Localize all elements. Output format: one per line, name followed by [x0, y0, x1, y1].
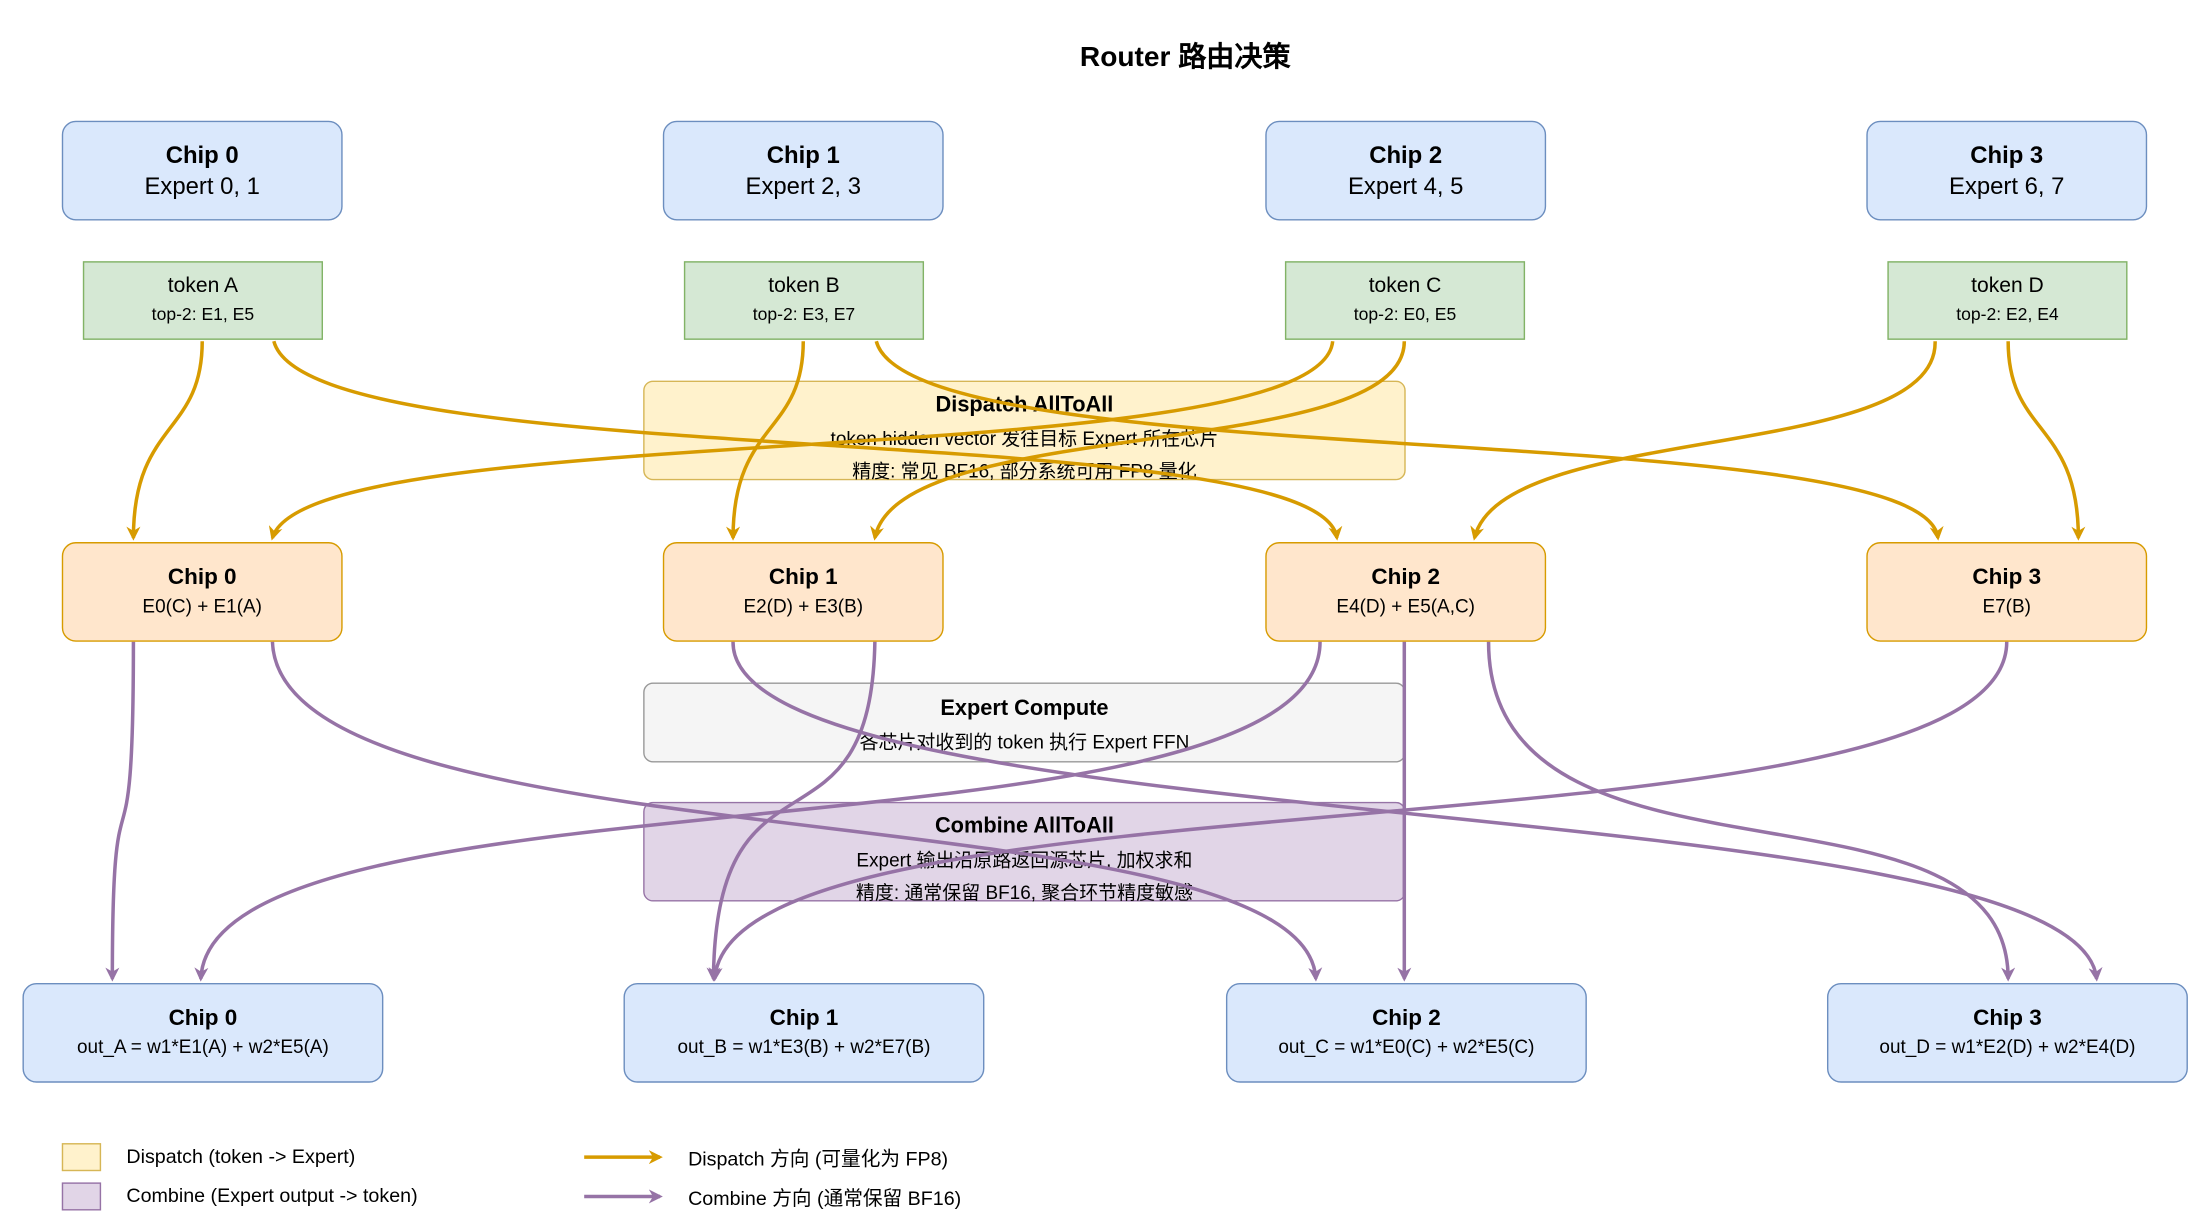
- top-chip-1: Chip 1 Expert 2, 3: [662, 120, 944, 221]
- expert-chip-0: Chip 0 E0(C) + E1(A): [61, 542, 343, 642]
- output-chip-2-name: Chip 2: [1372, 1006, 1441, 1031]
- top-chip-3: Chip 3 Expert 6, 7: [1866, 120, 2148, 221]
- combine-arrow-chip3-e7-to-b: [708, 641, 2009, 982]
- expert-chip-2: Chip 2 E4(D) + E5(A,C): [1265, 542, 1547, 642]
- expert-chip-3-compute: E7(B): [1982, 595, 2031, 617]
- token-c: token C top-2: E0, E5: [1284, 261, 1526, 340]
- output-chip-1-formula: out_B = w1*E3(B) + w2*E7(B): [677, 1036, 931, 1058]
- expert-chip-0-compute: E0(C) + E1(A): [142, 595, 263, 617]
- expert-chip-0-name: Chip 0: [167, 566, 237, 590]
- output-chip-1: Chip 1 out_B = w1*E3(B) + w2*E7(B): [623, 983, 985, 1083]
- token-d: token D top-2: E2, E4: [1887, 261, 2128, 340]
- top-chip-2: Chip 2 Expert 4, 5: [1265, 120, 1547, 221]
- dispatch-arrow-d-to-chip1: [1470, 341, 1937, 541]
- output-chip-2: Chip 2 out_C = w1*E0(C) + w2*E5(C): [1225, 983, 1587, 1083]
- combine-stage-line2: 精度: 通常保留 BF16, 聚合环节精度敏感: [855, 881, 1193, 903]
- top-chip-2-experts: Expert 4, 5: [1347, 172, 1464, 199]
- top-chip-2-name: Chip 2: [1369, 142, 1443, 169]
- output-chip-0: Chip 0 out_A = w1*E1(A) + w2*E5(A): [22, 983, 384, 1083]
- combine-arrow-chip0-e0-to-c: [270, 641, 1323, 982]
- token-d-route: top-2: E2, E4: [1956, 304, 2059, 325]
- expert-chip-3-name: Chip 3: [1972, 566, 2042, 590]
- legend-dispatch-swatch: [61, 1143, 102, 1172]
- dispatch-arrow-b-to-chip3: [874, 340, 1944, 541]
- diagram-title: Router 路由决策: [1079, 42, 1291, 74]
- combine-arrow-chip2-e5-to-a: [194, 641, 1322, 982]
- top-chip-0-experts: Expert 0, 1: [144, 172, 260, 199]
- dispatch-arrow-d-to-chip2: [2006, 341, 2086, 541]
- top-chip-3-name: Chip 3: [1970, 142, 2044, 169]
- top-chip-1-name: Chip 1: [766, 142, 840, 169]
- dispatch-arrow-a-to-chip0: [126, 341, 204, 541]
- expert-chip-2-name: Chip 2: [1371, 566, 1441, 590]
- top-chip-0: Chip 0 Expert 0, 1: [61, 120, 343, 221]
- expert-chip-1-name: Chip 1: [768, 566, 838, 590]
- legend-dispatch-arrow-label: Dispatch 方向 (可量化为 FP8): [688, 1147, 949, 1170]
- expert-chip-3: Chip 3 E7(B): [1866, 542, 2148, 642]
- dispatch-arrow-c-to-chip0: [268, 341, 1335, 541]
- output-chip-2-formula: out_C = w1*E0(C) + w2*E5(C): [1278, 1036, 1535, 1058]
- compute-stage-line1: 各芯片对收到的 token 执行 Expert FFN: [859, 731, 1190, 753]
- token-c-route: top-2: E0, E5: [1353, 304, 1457, 325]
- top-chip-3-experts: Expert 6, 7: [1949, 172, 2065, 199]
- legend-combine-box-label: Combine (Expert output -> token): [126, 1183, 418, 1207]
- output-chip-3: Chip 3 out_D = w1*E2(D) + w2*E4(D): [1826, 983, 2188, 1083]
- token-b-route: top-2: E3, E7: [752, 304, 856, 325]
- legend-combine-arrow-label: Combine 方向 (通常保留 BF16): [688, 1186, 962, 1210]
- combine-arrow-chip0-e1-to-a: [105, 641, 136, 982]
- legend-combine-swatch: [61, 1182, 102, 1211]
- combine-arrow-chip1-e2-to-d: [731, 641, 2103, 982]
- token-c-name: token C: [1368, 274, 1442, 299]
- combine-arrow-chip2-e4-to-d: [1486, 641, 2016, 982]
- top-chip-1-experts: Expert 2, 3: [745, 172, 861, 199]
- token-a: token A top-2: E1, E5: [82, 261, 323, 340]
- expert-chip-1: Chip 1 E2(D) + E3(B): [662, 542, 944, 642]
- expert-chip-1-compute: E2(D) + E3(B): [743, 595, 864, 617]
- output-chip-0-formula: out_A = w1*E1(A) + w2*E5(A): [76, 1036, 329, 1058]
- combine-arrow-chip1-e3-to-b: [706, 641, 877, 982]
- output-chip-3-formula: out_D = w1*E2(D) + w2*E4(D): [1879, 1036, 2136, 1058]
- token-b: token B top-2: E3, E7: [683, 261, 925, 340]
- output-chip-0-name: Chip 0: [168, 1006, 238, 1031]
- output-chip-1-name: Chip 1: [769, 1006, 839, 1031]
- token-b-name: token B: [768, 274, 840, 299]
- token-a-name: token A: [167, 274, 239, 299]
- compute-stage-title: Expert Compute: [940, 696, 1109, 721]
- combine-stage-title: Combine AllToAll: [934, 814, 1114, 839]
- combine-stage-line1: Expert 输出沿原路返回源芯片, 加权求和: [856, 849, 1193, 871]
- output-chip-3-name: Chip 3: [1973, 1006, 2042, 1031]
- token-d-name: token D: [1971, 274, 2044, 299]
- dispatch-arrow-b-to-chip1: [726, 341, 806, 541]
- dispatch-arrow-c-to-chip2: [870, 341, 1407, 541]
- token-a-route: top-2: E1, E5: [151, 304, 255, 325]
- top-chip-0-name: Chip 0: [165, 142, 239, 169]
- legend-dispatch-box-label: Dispatch (token -> Expert): [126, 1144, 356, 1167]
- expert-chip-2-compute: E4(D) + E5(A,C): [1336, 595, 1475, 617]
- dispatch-arrow-a-to-chip2: [272, 340, 1343, 541]
